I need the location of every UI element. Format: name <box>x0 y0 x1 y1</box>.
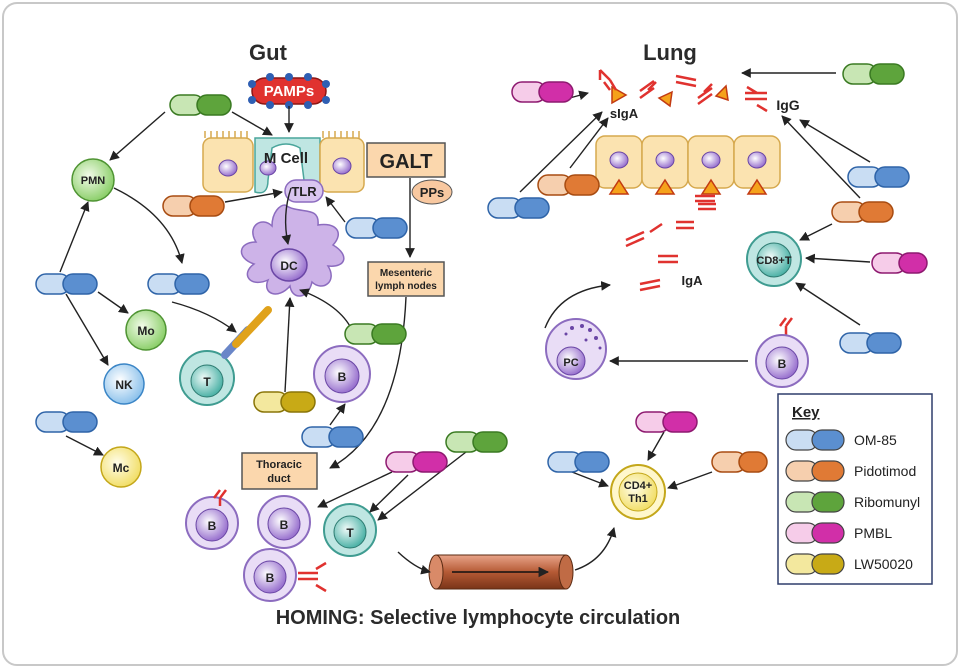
mo-cell <box>125 309 167 351</box>
thoracic-label: Thoracic <box>256 459 302 471</box>
plasma-cell <box>545 318 607 380</box>
cd4-label: CD4+ <box>624 480 652 492</box>
blood-vessel <box>428 554 574 590</box>
pmn-cell <box>71 158 115 202</box>
lung-epithelium <box>595 84 781 195</box>
homing-t-cell <box>323 503 377 557</box>
capsule-om85-lung-right <box>847 166 910 188</box>
capsule-om85-gut-bottom <box>301 426 364 448</box>
homing-b2-label: B <box>280 518 289 532</box>
key-item-om-85: OM-85 <box>785 429 897 451</box>
pamps-label: PAMPs <box>264 83 315 100</box>
mesenteric-box <box>367 261 445 297</box>
pps-node <box>411 179 453 205</box>
capsule-om85-mc <box>35 411 98 433</box>
iga-label: IgA <box>682 273 704 288</box>
th1-label: Th1 <box>628 493 648 505</box>
gut-title: Gut <box>249 40 288 65</box>
duct-label: duct <box>267 473 291 485</box>
nk-label: NK <box>115 378 133 392</box>
key-item-label: PMBL <box>854 525 892 541</box>
thoracic-duct-box <box>241 452 318 490</box>
key-item-pmbl: PMBL <box>785 522 892 544</box>
key-item-label: Ribomunyl <box>854 494 920 510</box>
key-item-label: Pidotimod <box>854 463 916 479</box>
cd8t-cell <box>746 231 802 287</box>
capsule-om85-gut-left <box>35 273 98 295</box>
homing-b-cell-1 <box>185 496 239 550</box>
key-item-ribomunyl: Ribomunyl <box>785 491 920 513</box>
key-item-pidotimod: Pidotimod <box>785 460 916 482</box>
capsule-ribomunyl-homing <box>445 431 508 453</box>
galt-label: GALT <box>380 151 433 173</box>
homing-b3-label: B <box>266 571 275 585</box>
mc-label: Mc <box>113 461 130 475</box>
gut-t-cell <box>179 306 272 406</box>
tlr-label: TLR <box>291 184 317 199</box>
pps-label: PPs <box>420 185 445 200</box>
cd8t-label: CD8+T <box>756 255 791 267</box>
galt-box <box>366 142 446 178</box>
key-title: Key <box>792 404 820 421</box>
pmn-label: PMN <box>81 175 106 187</box>
capsule-om85-lung-b <box>839 332 902 354</box>
lung-title: Lung <box>643 40 697 65</box>
capsule-pidotimod-gut <box>162 195 225 217</box>
nk-cell <box>103 363 145 405</box>
homing-title: HOMING: Selective lymphocyte circulation <box>276 607 681 629</box>
capsule-om85-lung-left <box>487 197 550 219</box>
capsule-om85-cd4 <box>547 451 610 473</box>
mesenteric-label: Mesenteric <box>380 268 433 279</box>
homing-t-label: T <box>346 526 354 540</box>
lung-b-cell <box>755 334 809 388</box>
mo-label: Mo <box>137 324 154 338</box>
siga-label: sIgA <box>610 106 639 121</box>
dendritic-cell <box>240 204 345 297</box>
homing-b-cell-3 <box>243 548 297 602</box>
key-item-lw50020: LW50020 <box>785 553 913 575</box>
lymph-nodes-label: lymph nodes <box>375 281 437 292</box>
capsule-pmbl-cd8 <box>871 252 928 274</box>
capsule-ribomunyl-lung <box>842 63 905 85</box>
capsule-ribomunyl-gut-b <box>344 323 407 345</box>
key-item-label: OM-85 <box>854 432 897 448</box>
gut-b-cell <box>313 345 371 403</box>
m-cell-label: M Cell <box>264 150 308 167</box>
gut-b-label: B <box>338 370 347 384</box>
lung-b-label: B <box>778 357 787 371</box>
capsule-pidotimod-lung-left <box>537 174 600 196</box>
capsule-lw50020-gut <box>253 391 316 413</box>
capsule-pmbl-lung-top <box>511 81 574 103</box>
igg-label: IgG <box>776 97 799 113</box>
capsule-om85-gut-right <box>345 217 408 239</box>
dc-label: DC <box>280 259 298 273</box>
capsule-pmbl-homing <box>385 451 448 473</box>
capsule-pmbl-cd4 <box>635 411 698 433</box>
capsule-pidotimod-lung-right <box>831 201 894 223</box>
gut-epithelium <box>202 131 365 194</box>
capsule-ribomunyl-gut-top <box>169 94 232 116</box>
antibodies <box>213 69 793 593</box>
key-item-label: LW50020 <box>854 556 913 572</box>
capsule-pidotimod-cd4 <box>711 451 768 473</box>
pamps-badge: PAMPs <box>248 73 330 109</box>
capsule-om85-gut-mid <box>147 273 210 295</box>
cd4-th1-cell <box>610 464 666 520</box>
homing-b-cell-2 <box>257 495 311 549</box>
gut-t-label: T <box>203 375 211 389</box>
pc-label: PC <box>563 357 578 369</box>
tlr-receptor <box>284 179 324 203</box>
homing-b1-label: B <box>208 519 217 533</box>
mc-cell <box>100 446 142 488</box>
